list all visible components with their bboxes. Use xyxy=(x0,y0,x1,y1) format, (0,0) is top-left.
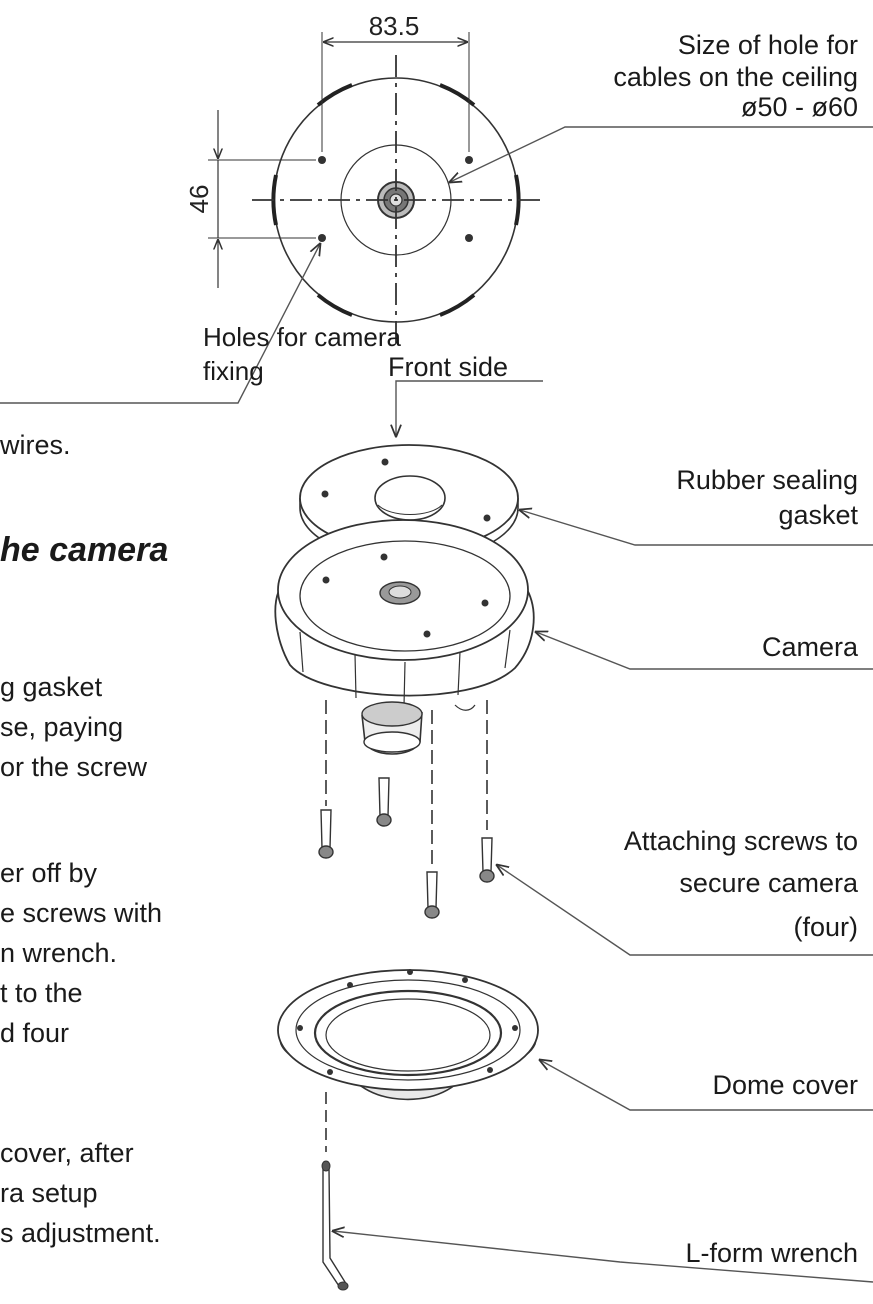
fixing-hole xyxy=(318,234,326,242)
dimension-height-label: 46 xyxy=(184,185,214,214)
body-text-wires: wires. xyxy=(0,430,71,460)
body-text-line: g gasket xyxy=(0,672,103,702)
gasket-leader xyxy=(520,510,873,546)
top-view-drawing xyxy=(208,32,540,345)
body-text-line: n wrench. xyxy=(0,938,118,968)
camera-holes-label-line1: Holes for camera xyxy=(203,322,401,352)
body-text-line: ra setup xyxy=(0,1178,98,1208)
hole-size-label-line2: cables on the ceiling xyxy=(613,62,858,92)
screws-label-line1: Attaching screws to xyxy=(623,826,858,856)
camera-label: Camera xyxy=(761,632,858,662)
screws-label-line2: secure camera xyxy=(679,868,858,898)
body-text-line: d four xyxy=(0,1018,70,1048)
screw xyxy=(424,871,440,919)
camera-holes-leader xyxy=(0,244,320,404)
fixing-hole xyxy=(318,156,326,164)
screws-drawing xyxy=(318,700,495,919)
dimension-width-label: 83.5 xyxy=(369,11,420,41)
dome-cover-label: Dome cover xyxy=(712,1070,858,1100)
hole-size-label-line1: Size of hole for xyxy=(677,30,858,60)
camera-leader xyxy=(536,632,873,670)
gasket-label-line1: Rubber sealing xyxy=(676,465,858,495)
body-text-line: se, paying xyxy=(0,712,124,742)
body-text-line: or the screw xyxy=(0,752,148,782)
fixing-hole xyxy=(465,156,473,164)
screw xyxy=(318,809,334,859)
body-text-line: cover, after xyxy=(0,1138,134,1168)
screws-label-line3: (four) xyxy=(793,912,858,942)
body-text-line: er off by xyxy=(0,858,98,888)
camera-drawing xyxy=(274,519,535,755)
section-heading: he camera xyxy=(0,531,169,569)
l-wrench-drawing xyxy=(321,1092,349,1291)
gasket-label-line2: gasket xyxy=(778,500,858,530)
screws-leader xyxy=(497,865,873,956)
screw xyxy=(376,777,392,827)
body-text-line: t to the xyxy=(0,978,83,1008)
dome-cover-leader xyxy=(540,1060,873,1111)
front-side-leader xyxy=(396,380,543,436)
hole-size-label-line3: ø50 - ø60 xyxy=(740,92,858,122)
screw xyxy=(479,837,495,883)
body-text-line: s adjustment. xyxy=(0,1218,161,1248)
front-side-label: Front side xyxy=(388,352,509,382)
fixing-hole xyxy=(465,234,473,242)
wrench-label: L-form wrench xyxy=(685,1238,858,1268)
wrench-leader xyxy=(333,1231,873,1283)
camera-holes-label-line2: fixing xyxy=(203,356,264,386)
dome-cover-drawing xyxy=(277,969,539,1101)
hole-size-leader xyxy=(450,126,873,182)
body-text-line: e screws with xyxy=(0,898,163,928)
